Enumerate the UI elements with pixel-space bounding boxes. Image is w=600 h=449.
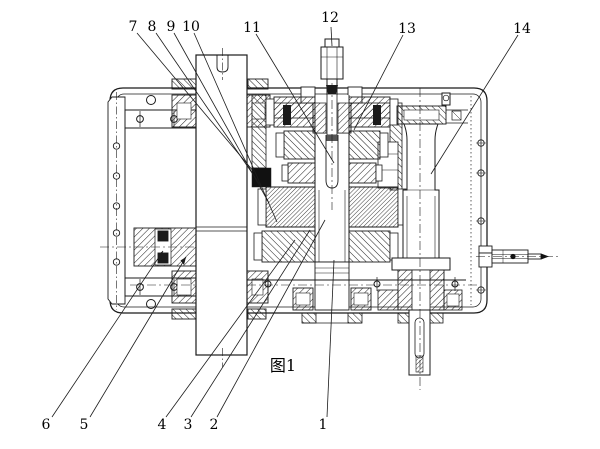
part-label-4: 4 bbox=[158, 417, 167, 433]
center-gear-cluster bbox=[251, 83, 407, 324]
right-cylinder bbox=[391, 88, 468, 390]
left-end-plate bbox=[107, 92, 126, 310]
part-label-3: 3 bbox=[184, 417, 193, 433]
part-label-2: 2 bbox=[210, 417, 219, 433]
part-label-7: 7 bbox=[129, 19, 138, 35]
tall-block bbox=[195, 48, 248, 367]
part-label-5: 5 bbox=[80, 417, 89, 433]
part-label-9: 9 bbox=[167, 19, 176, 35]
part-label-8: 8 bbox=[148, 19, 157, 35]
part-label-1: 1 bbox=[319, 417, 328, 433]
part-labels: 7 8 9 10 11 12 13 14 6 5 4 3 2 1 bbox=[42, 10, 531, 433]
figure-caption: 图1 bbox=[270, 356, 296, 375]
right-edge-bolts bbox=[476, 139, 486, 294]
oil-pin bbox=[476, 245, 560, 268]
part-label-13: 13 bbox=[398, 21, 416, 37]
part-label-11: 11 bbox=[243, 20, 261, 36]
bottom-flange bbox=[130, 277, 478, 291]
left-gear-block bbox=[100, 227, 215, 267]
part-label-12: 12 bbox=[321, 10, 339, 26]
part-label-14: 14 bbox=[513, 21, 531, 37]
leader-lines bbox=[51, 26, 519, 418]
part-label-6: 6 bbox=[42, 417, 51, 433]
part-label-10: 10 bbox=[182, 19, 200, 35]
